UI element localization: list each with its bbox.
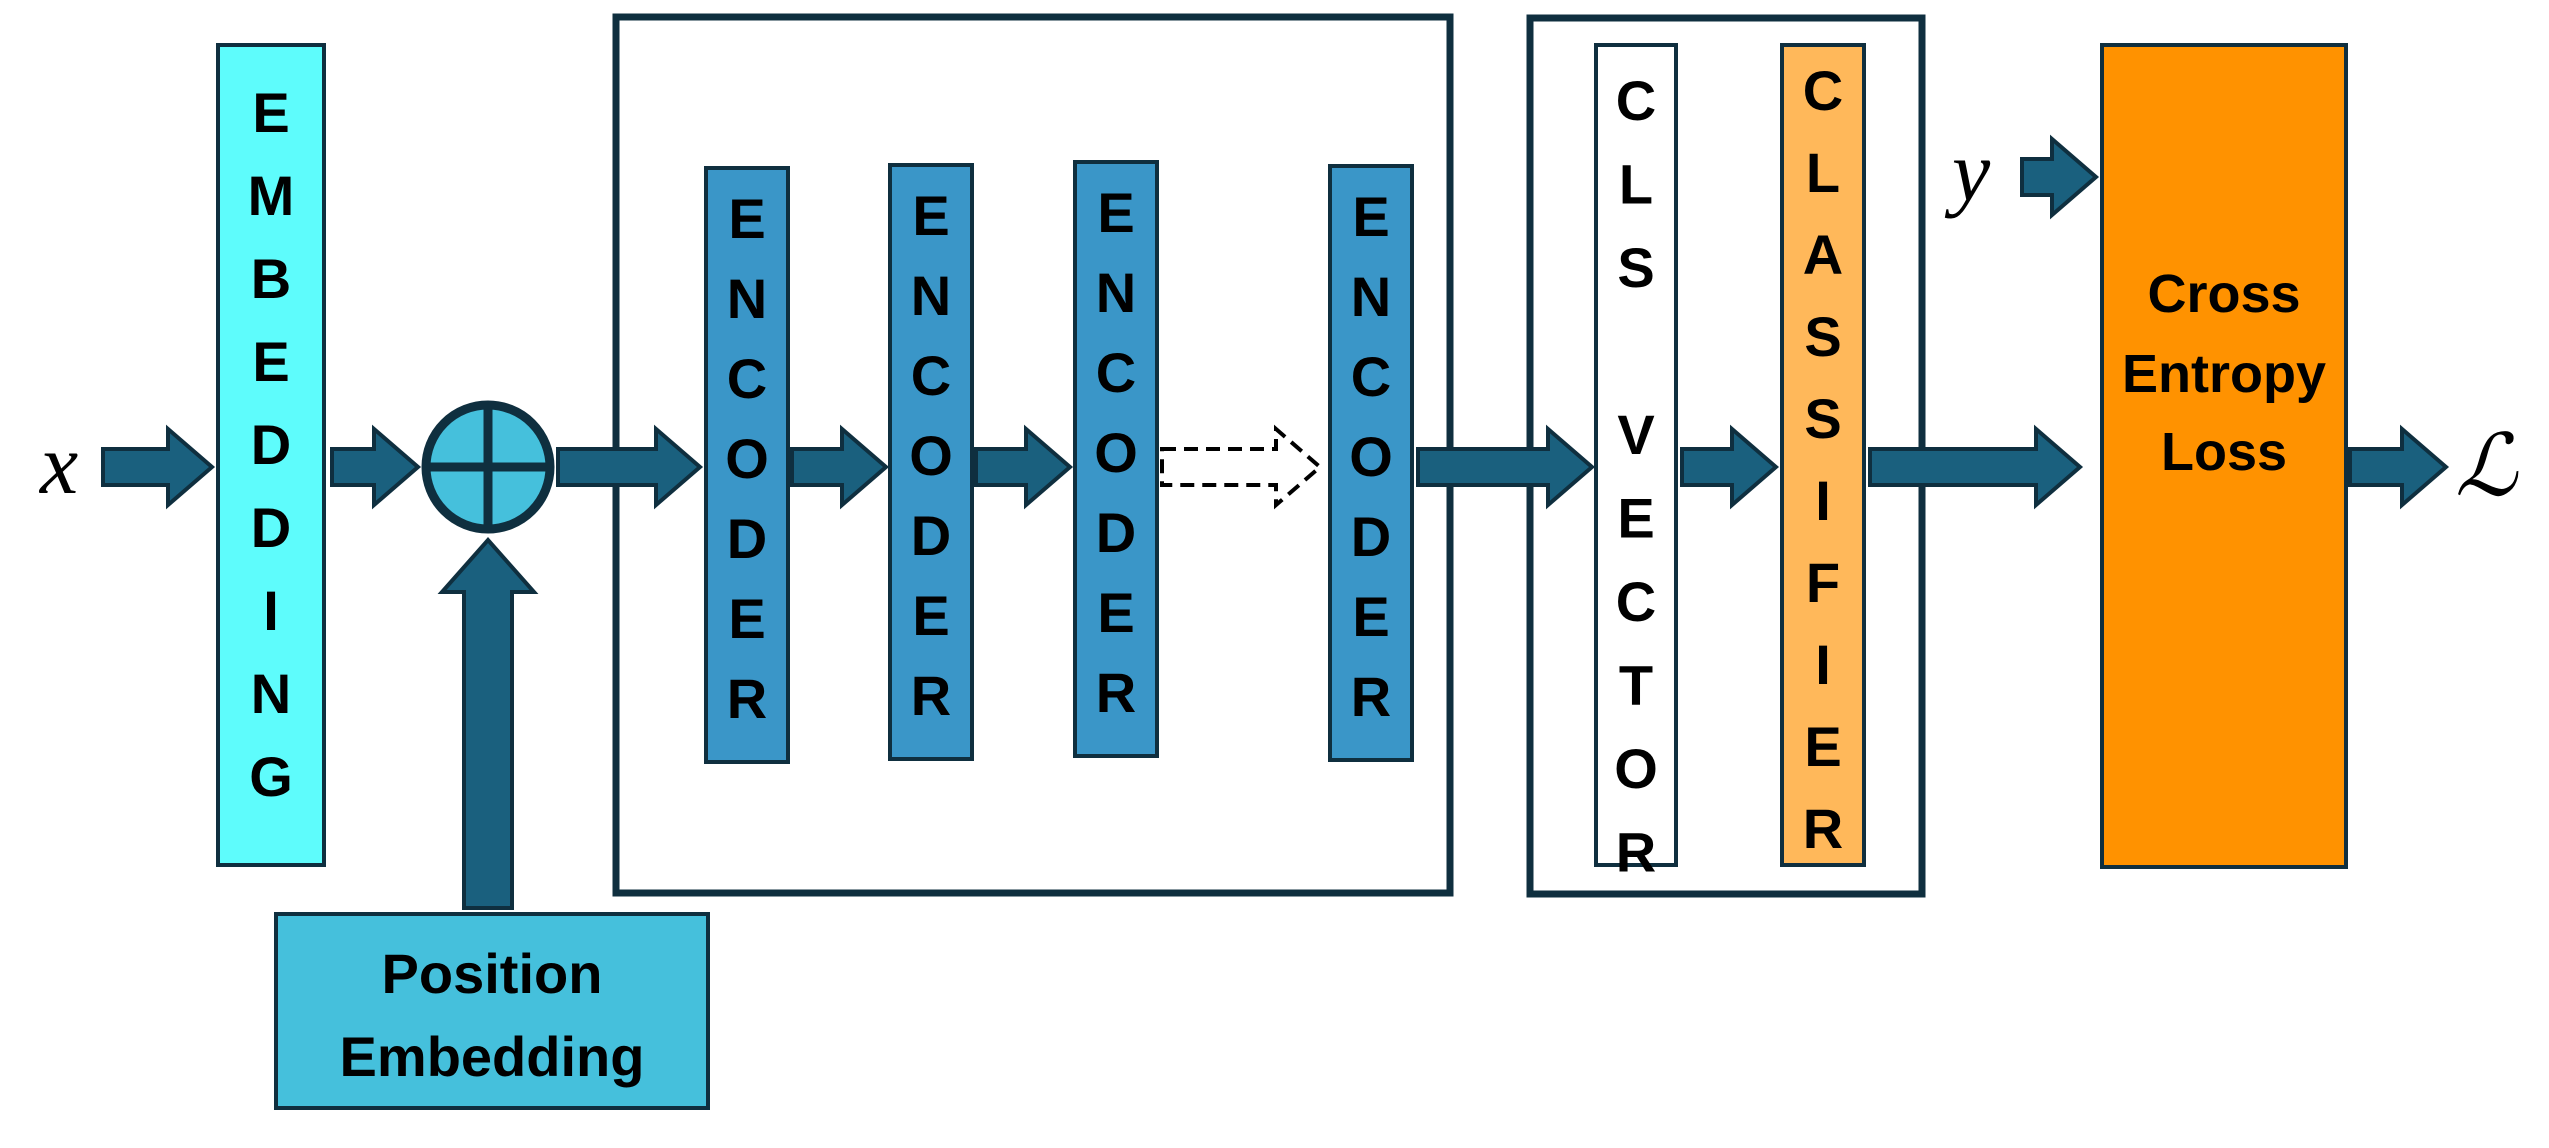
classifier-letter: I: [1815, 633, 1831, 696]
encoder-letter: E: [728, 587, 765, 650]
arrow-encoders-to-cls: [1416, 424, 1596, 510]
input-y-label: y: [1944, 123, 1991, 219]
cls-vector-letter: V: [1617, 403, 1654, 466]
position-embedding-block: [274, 912, 710, 1110]
cls-vector-block: [1594, 43, 1678, 867]
position-embedding-line1: Position: [382, 942, 603, 1005]
encoder-letter: E: [1097, 181, 1134, 244]
loss-output-label: ℒ: [2455, 418, 2519, 514]
arrow-y-to-loss: [2020, 134, 2100, 220]
classifier-letter: A: [1803, 223, 1843, 286]
encoder-letter: O: [1349, 425, 1393, 488]
classifier-letter: R: [1803, 797, 1843, 860]
encoder-rect: [704, 166, 790, 764]
classifier-letter: C: [1803, 59, 1843, 122]
embedding-letter: I: [263, 579, 279, 642]
arrow-loss-to-output: [2348, 424, 2450, 510]
encoder-letter: O: [1094, 421, 1138, 484]
encoder-letter: N: [1096, 261, 1136, 324]
embedding-letter: N: [251, 662, 291, 725]
loss-line2: Entropy: [2122, 344, 2326, 404]
encoder-letter: C: [1351, 345, 1391, 408]
embedding-letter: D: [251, 413, 291, 476]
cls-vector-letter: E: [1617, 487, 1654, 550]
cls-vector-letter: T: [1619, 654, 1653, 717]
embedding-letter: M: [248, 164, 295, 227]
classifier-letter: L: [1806, 141, 1840, 204]
classifier-letter: S: [1804, 387, 1841, 450]
encoder-rect: [1328, 164, 1414, 762]
encoder-letter: D: [1096, 501, 1136, 564]
arrow-adder-to-encoder: [556, 424, 704, 510]
encoder-letter: C: [1096, 341, 1136, 404]
classifier-letter: F: [1806, 551, 1840, 614]
embedding-letter: G: [249, 745, 293, 808]
classifier-letter: E: [1804, 715, 1841, 778]
encoder-letter: R: [1096, 661, 1136, 724]
encoder-letter: E: [1352, 585, 1389, 648]
cls-vector-letter: S: [1617, 236, 1654, 299]
encoder-letter: D: [1351, 505, 1391, 568]
classifier-letter: I: [1815, 469, 1831, 532]
cls-vector-letter: L: [1619, 153, 1653, 216]
loss-line3: Loss: [2161, 422, 2287, 482]
encoder-letter: R: [727, 667, 767, 730]
encoder-letter: E: [912, 584, 949, 647]
embedding-letter: E: [252, 330, 289, 393]
embedding-letter: E: [252, 81, 289, 144]
arrow-encoder1-to-encoder2: [790, 424, 890, 510]
loss-line1: Cross: [2147, 264, 2300, 324]
input-x-label: x: [38, 416, 78, 512]
encoder-letter: N: [727, 267, 767, 330]
arrow-position-to-adder: [437, 536, 539, 910]
embedding-block: [216, 43, 326, 867]
encoder-letter: N: [1351, 265, 1391, 328]
encoder-letter: E: [912, 184, 949, 247]
encoder-letter: O: [725, 427, 769, 490]
cls-vector-letter: C: [1616, 69, 1656, 132]
encoder-letter: R: [1351, 665, 1391, 728]
classifier-block: [1780, 43, 1866, 867]
embedding-letter: D: [251, 496, 291, 559]
classifier-letter: S: [1804, 305, 1841, 368]
position-embedding-line2: Embedding: [340, 1025, 645, 1088]
arrow-embedding-to-adder: [330, 424, 422, 510]
encoder-letter: E: [1097, 581, 1134, 644]
encoder-rect: [1073, 160, 1159, 758]
cls-vector-letter: R: [1616, 821, 1656, 884]
flow-arrows: [101, 134, 2450, 910]
embedding-letter: B: [251, 247, 291, 310]
encoder-letter: C: [727, 347, 767, 410]
encoder-letter: N: [911, 264, 951, 327]
cls-vector-letter: C: [1616, 570, 1656, 633]
arrow-encoder2-to-encoder3: [974, 424, 1074, 510]
encoder-letter: E: [1352, 185, 1389, 248]
cross-entropy-loss-block: [2100, 43, 2348, 869]
arrow-cls-to-classifier: [1680, 424, 1780, 510]
cls-vector-letter: O: [1614, 737, 1658, 800]
encoder-letter: D: [911, 504, 951, 567]
arrow-x-to-embedding: [101, 424, 216, 510]
encoder-letter: E: [728, 187, 765, 250]
arrow-classifier-to-loss: [1868, 424, 2084, 510]
encoder-letter: D: [727, 507, 767, 570]
add-operator-icon: [421, 400, 555, 534]
arrow-encoder3-to-encoderN: [1160, 424, 1324, 510]
encoder-letter: C: [911, 344, 951, 407]
encoder-rect: [888, 163, 974, 761]
encoder-letter: R: [911, 664, 951, 727]
encoder-letter: O: [909, 424, 953, 487]
